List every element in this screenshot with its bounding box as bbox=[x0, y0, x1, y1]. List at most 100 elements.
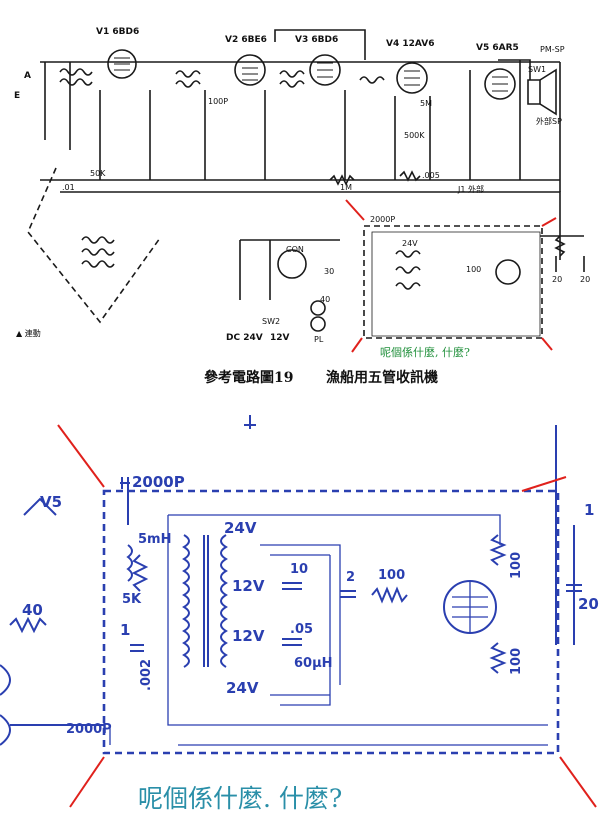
cap-2 bbox=[340, 590, 356, 598]
av-loop bbox=[274, 29, 366, 60]
red-arrow-bottom-left bbox=[351, 337, 363, 353]
pl-lamp-2 bbox=[310, 316, 326, 332]
top-ground-tick bbox=[244, 415, 256, 429]
output-wires bbox=[540, 235, 585, 272]
antenna-label: A bbox=[24, 71, 31, 81]
zoom-red-arrow-top-right bbox=[521, 476, 567, 492]
ext-osc-label: J1 外部 bbox=[457, 184, 484, 194]
zoom-drawing: 20 1 2000P V5 40 2000P 5mH 5K 24V 12V 12… bbox=[0, 415, 599, 813]
v12-b-label: 12V bbox=[232, 627, 265, 645]
r100-mid-label: 100 bbox=[378, 568, 405, 583]
resistor-5k bbox=[131, 554, 149, 592]
speaker-icon bbox=[498, 59, 557, 116]
r30-label: 30 bbox=[324, 267, 334, 276]
converter-transformer bbox=[395, 250, 421, 290]
converter-transistor bbox=[443, 580, 497, 634]
tube-v1 bbox=[107, 49, 137, 79]
r005-label: .005 bbox=[422, 171, 440, 180]
zoom-red-arrow-bottom-right bbox=[559, 756, 597, 808]
schematic-drawing: V1 6BD6 V2 6BE6 V3 6BD6 V4 12AV6 V5 6AR5 bbox=[14, 27, 590, 386]
r100-right-top-label: 100 bbox=[509, 552, 524, 579]
r100-right-bot-label: 100 bbox=[509, 648, 524, 675]
v12-label: 12V bbox=[270, 333, 290, 343]
converter-box bbox=[363, 225, 543, 339]
r40-label: 40 bbox=[320, 295, 330, 304]
legend-left: ▲ 連動 bbox=[16, 328, 41, 338]
gang-linkage bbox=[27, 167, 161, 324]
v12-a-label: 12V bbox=[232, 577, 265, 595]
con-label: CON bbox=[286, 245, 304, 254]
tube-label-v5: V5 6AR5 bbox=[476, 43, 519, 53]
vertical-wires bbox=[44, 60, 561, 192]
c2000-top-label: 2000P bbox=[132, 473, 185, 491]
tube-v2 bbox=[234, 54, 266, 86]
tube-label-v3: V3 6BD6 bbox=[295, 35, 338, 45]
tube-label-v1: V1 6BD6 bbox=[96, 27, 139, 37]
c002-label: .002 bbox=[139, 659, 154, 691]
c01-label: .01 bbox=[62, 183, 75, 192]
pl-label: PL bbox=[314, 335, 324, 344]
green-note: 呢個係什麼, 什麼? bbox=[380, 345, 470, 359]
r60uh-label: 60μH bbox=[294, 656, 333, 671]
r40-label: 40 bbox=[22, 601, 43, 619]
c1-label: 1 bbox=[120, 621, 130, 639]
zoom-dashed-box bbox=[102, 489, 560, 755]
zoom-red-arrow-bottom-left bbox=[69, 756, 105, 808]
c2000-bot-label: 2000P bbox=[66, 722, 112, 737]
sw2-label: SW2 bbox=[262, 317, 280, 326]
cap-1 bbox=[130, 644, 144, 652]
r500k-label: 500K bbox=[404, 131, 425, 140]
converter-tube bbox=[277, 249, 307, 279]
cap-20 bbox=[566, 584, 582, 592]
resistor-100-right-bot bbox=[489, 642, 507, 674]
choke-5mh bbox=[126, 544, 133, 582]
resistor-005 bbox=[399, 170, 421, 182]
power-wiring bbox=[239, 239, 340, 300]
tube-v4 bbox=[396, 62, 428, 94]
r20-label: 20 bbox=[578, 595, 599, 613]
r5k-label: 5K bbox=[122, 592, 142, 607]
speaker-label: PM-SP bbox=[540, 45, 565, 54]
resistor-1m-right bbox=[554, 235, 566, 257]
r1-label: 1 bbox=[584, 501, 594, 519]
box-wiring-1 bbox=[167, 514, 548, 726]
r50k-label: 50K bbox=[90, 169, 106, 178]
resistor-40 bbox=[9, 616, 47, 634]
v24-top-label: 24V bbox=[224, 519, 257, 537]
schematic-panel: V1 6BD6 V2 6BE6 V3 6BD6 V4 12AV6 V5 6AR5 bbox=[0, 0, 600, 395]
ext-sp-label: 外部SP bbox=[536, 116, 562, 126]
cap-05 bbox=[282, 638, 302, 646]
v5-wire bbox=[23, 497, 57, 516]
caption-title: 漁船用五管收訊機 bbox=[326, 369, 438, 386]
c2000-label: 2000P bbox=[370, 215, 395, 224]
zoom-note: 呢個係什麼. 什麼? bbox=[138, 784, 342, 813]
red-arrow-bottom-right bbox=[541, 337, 553, 351]
r1m-label: 1M bbox=[340, 183, 352, 192]
earth-label: E bbox=[14, 91, 20, 101]
caption-number: 參考電路圖19 bbox=[204, 369, 293, 386]
sw1-label: SW1 bbox=[528, 65, 546, 74]
v5-label: V5 bbox=[40, 493, 62, 511]
tube-v3 bbox=[309, 54, 341, 86]
pl-lamp-1 bbox=[310, 300, 326, 316]
v24-label: 24V bbox=[402, 239, 418, 248]
r20-label-a: 20 bbox=[552, 275, 562, 284]
resistor-100-mid bbox=[371, 586, 408, 604]
tube-label-v2: V2 6BE6 bbox=[225, 35, 267, 45]
zoom-red-arrow-top-left bbox=[57, 424, 105, 488]
c05-label: .05 bbox=[290, 622, 313, 637]
c100p-label: 100P bbox=[208, 97, 228, 106]
zoom-panel: 20 1 2000P V5 40 2000P 5mH 5K 24V 12V 12… bbox=[0, 395, 600, 828]
red-arrow-top-left bbox=[345, 199, 365, 221]
converter-transformer bbox=[182, 534, 228, 668]
left-tubes bbox=[0, 664, 11, 746]
box-wiring-3 bbox=[109, 725, 548, 746]
box-wiring-2 bbox=[260, 544, 341, 706]
red-arrow-top-right bbox=[541, 217, 557, 227]
r5mh-label: 5mH bbox=[138, 532, 171, 547]
c2-label: 2 bbox=[346, 570, 355, 585]
tube-label-v4: V4 12AV6 bbox=[386, 39, 434, 49]
r5m-label: 5M bbox=[420, 99, 432, 108]
c10-label: 10 bbox=[290, 562, 308, 577]
converter-transistor bbox=[495, 259, 521, 285]
